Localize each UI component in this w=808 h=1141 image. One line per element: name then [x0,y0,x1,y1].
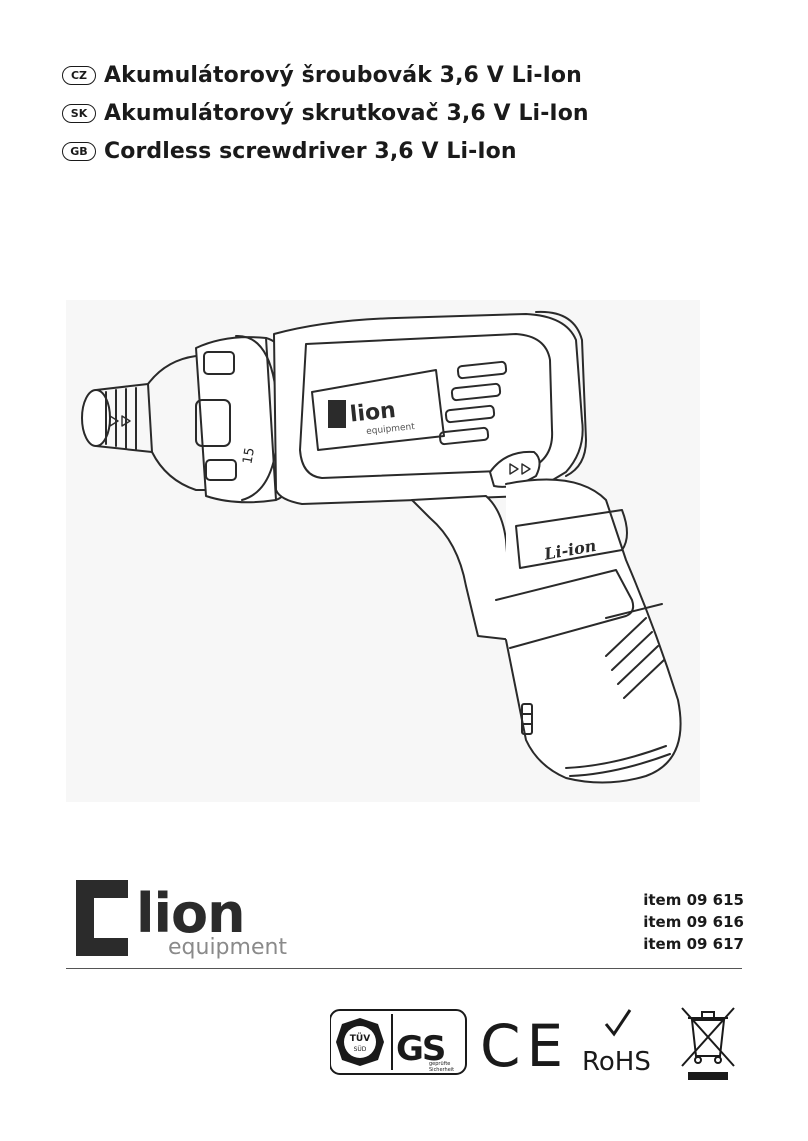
gs-note: geprüfte [429,1061,450,1067]
ce-mark: CE [480,1012,569,1080]
grip-ribs [605,617,665,699]
item-number: item 09 617 [643,935,744,953]
clutch-mark: 15 [240,446,258,465]
title-text-sk: Akumulátorový skrutkovač 3,6 V Li-Ion [104,100,589,126]
crossed-out-wheelie-bin-icon [681,1007,735,1080]
title-sk: SK Akumulátorový skrutkovač 3,6 V Li-Ion [62,94,589,132]
vent-slots [438,360,508,446]
brand-subtext: equipment [168,935,287,960]
lang-badge-cz: CZ [62,65,96,85]
rohs-text: RoHS [582,1047,651,1077]
title-text-gb: Cordless screwdriver 3,6 V Li-Ion [104,138,517,164]
rohs-mark: RoHS [582,1009,651,1077]
product-image: 15 lion equipment [66,300,700,802]
tuv-text: TÜV [350,1033,370,1044]
tuv-gs-badge: TÜV SÜD GS geprüfte Sicherheit [329,1009,467,1075]
charge-indicator [521,703,533,735]
title-cz: CZ Akumulátorový šroubovák 3,6 V Li-Ion [62,56,589,94]
body-logo-text: lion [349,398,397,428]
gs-text: GS [396,1029,444,1069]
lang-badge-sk: SK [62,103,96,123]
title-text-cz: Akumulátorový šroubovák 3,6 V Li-Ion [104,62,582,88]
divider [66,968,742,969]
item-numbers: item 09 615 item 09 616 item 09 617 [643,889,744,955]
clutch-ring: 15 [195,334,303,504]
brand-logo: lion equipment [76,876,298,964]
title-block: CZ Akumulátorový šroubovák 3,6 V Li-Ion … [62,56,589,170]
body-logo-plate: lion equipment [311,369,445,451]
gs-note: Sicherheit [429,1067,454,1073]
bit-holder [81,383,153,453]
lion-equipment-logo: lion equipment [76,880,287,960]
item-number: item 09 616 [643,913,744,931]
brand-name: lion [136,882,245,945]
tuv-sub-text: SÜD [354,1046,367,1053]
title-gb: GB Cordless screwdriver 3,6 V Li-Ion [62,132,589,170]
lang-badge-gb: GB [62,141,96,161]
ce-text: CE [480,1012,569,1080]
item-number: item 09 615 [643,891,744,909]
certification-marks: TÜV SÜD GS geprüfte Sicherheit CE RoHS [329,1004,740,1092]
screwdriver-illustration: 15 lion equipment [81,310,682,784]
